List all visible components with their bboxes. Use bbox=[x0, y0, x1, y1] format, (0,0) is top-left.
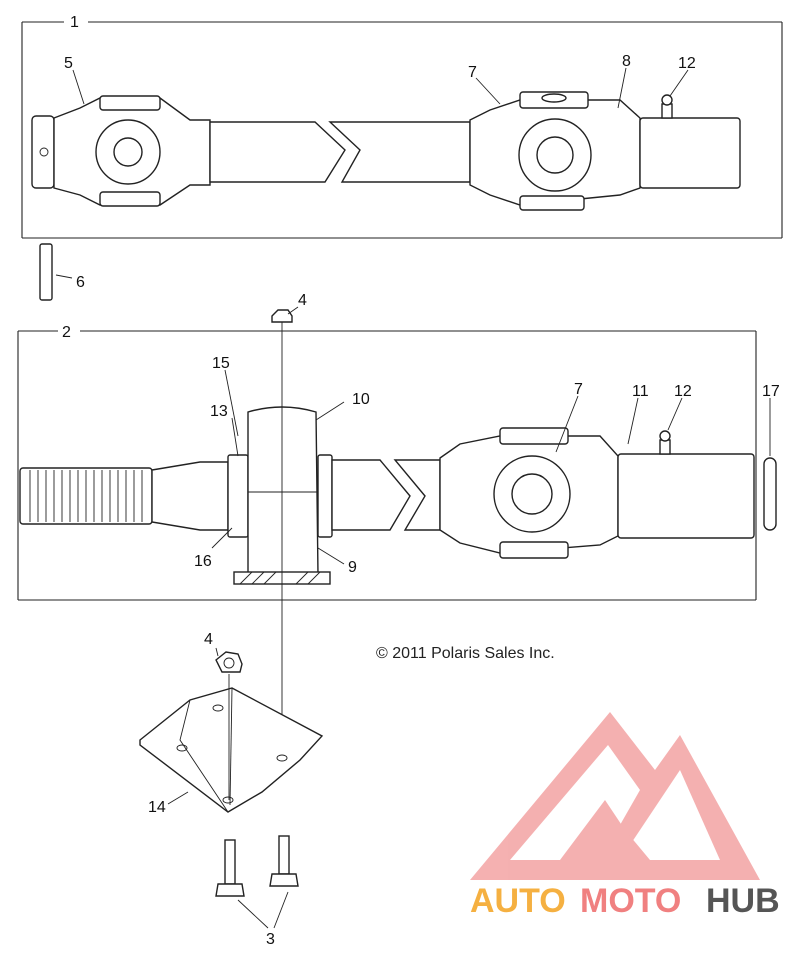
callout-7a: 7 bbox=[468, 64, 477, 81]
rear-prop-shaft bbox=[19, 406, 755, 585]
callout-labels: 1 2 3 4 4 5 6 7 7 8 9 10 11 12 12 13 14 … bbox=[62, 14, 780, 948]
nut-4-mid bbox=[215, 651, 243, 800]
copyright-notice: © 2011 Polaris Sales Inc. bbox=[376, 645, 555, 662]
callout-11: 11 bbox=[632, 383, 649, 400]
watermark-text: AUTO MOTO HUB bbox=[470, 882, 780, 920]
assembly-box-2 bbox=[17, 330, 757, 601]
callout-7b: 7 bbox=[574, 381, 583, 398]
watermark-hub: HUB bbox=[706, 882, 780, 920]
nut-4-top bbox=[271, 309, 293, 760]
callout-13: 13 bbox=[210, 403, 228, 420]
callout-3: 3 bbox=[266, 931, 275, 948]
assembly-box-1 bbox=[21, 21, 783, 239]
watermark-auto: AUTO bbox=[470, 882, 566, 920]
callout-4b: 4 bbox=[204, 631, 213, 648]
callout-9: 9 bbox=[348, 559, 357, 576]
front-prop-shaft bbox=[31, 91, 741, 211]
callout-12a: 12 bbox=[678, 55, 696, 72]
callout-12b: 12 bbox=[674, 383, 692, 400]
callout-14: 14 bbox=[148, 799, 166, 816]
callout-6: 6 bbox=[76, 274, 85, 291]
callout-4a: 4 bbox=[298, 292, 307, 309]
callout-8: 8 bbox=[622, 53, 631, 70]
callout-17: 17 bbox=[762, 383, 780, 400]
leader-lines bbox=[55, 67, 771, 929]
callout-2: 2 bbox=[62, 324, 71, 341]
mount-bracket-14 bbox=[139, 687, 324, 813]
pin-6 bbox=[39, 243, 53, 301]
callout-1: 1 bbox=[70, 14, 79, 31]
callout-10: 10 bbox=[352, 391, 370, 408]
callout-5: 5 bbox=[64, 55, 73, 72]
bolts-3 bbox=[215, 835, 299, 897]
watermark-moto: MOTO bbox=[580, 882, 681, 920]
seal-ring-17 bbox=[763, 457, 777, 531]
watermark-logo bbox=[470, 712, 760, 880]
callout-15: 15 bbox=[212, 355, 230, 372]
callout-16: 16 bbox=[194, 553, 212, 570]
